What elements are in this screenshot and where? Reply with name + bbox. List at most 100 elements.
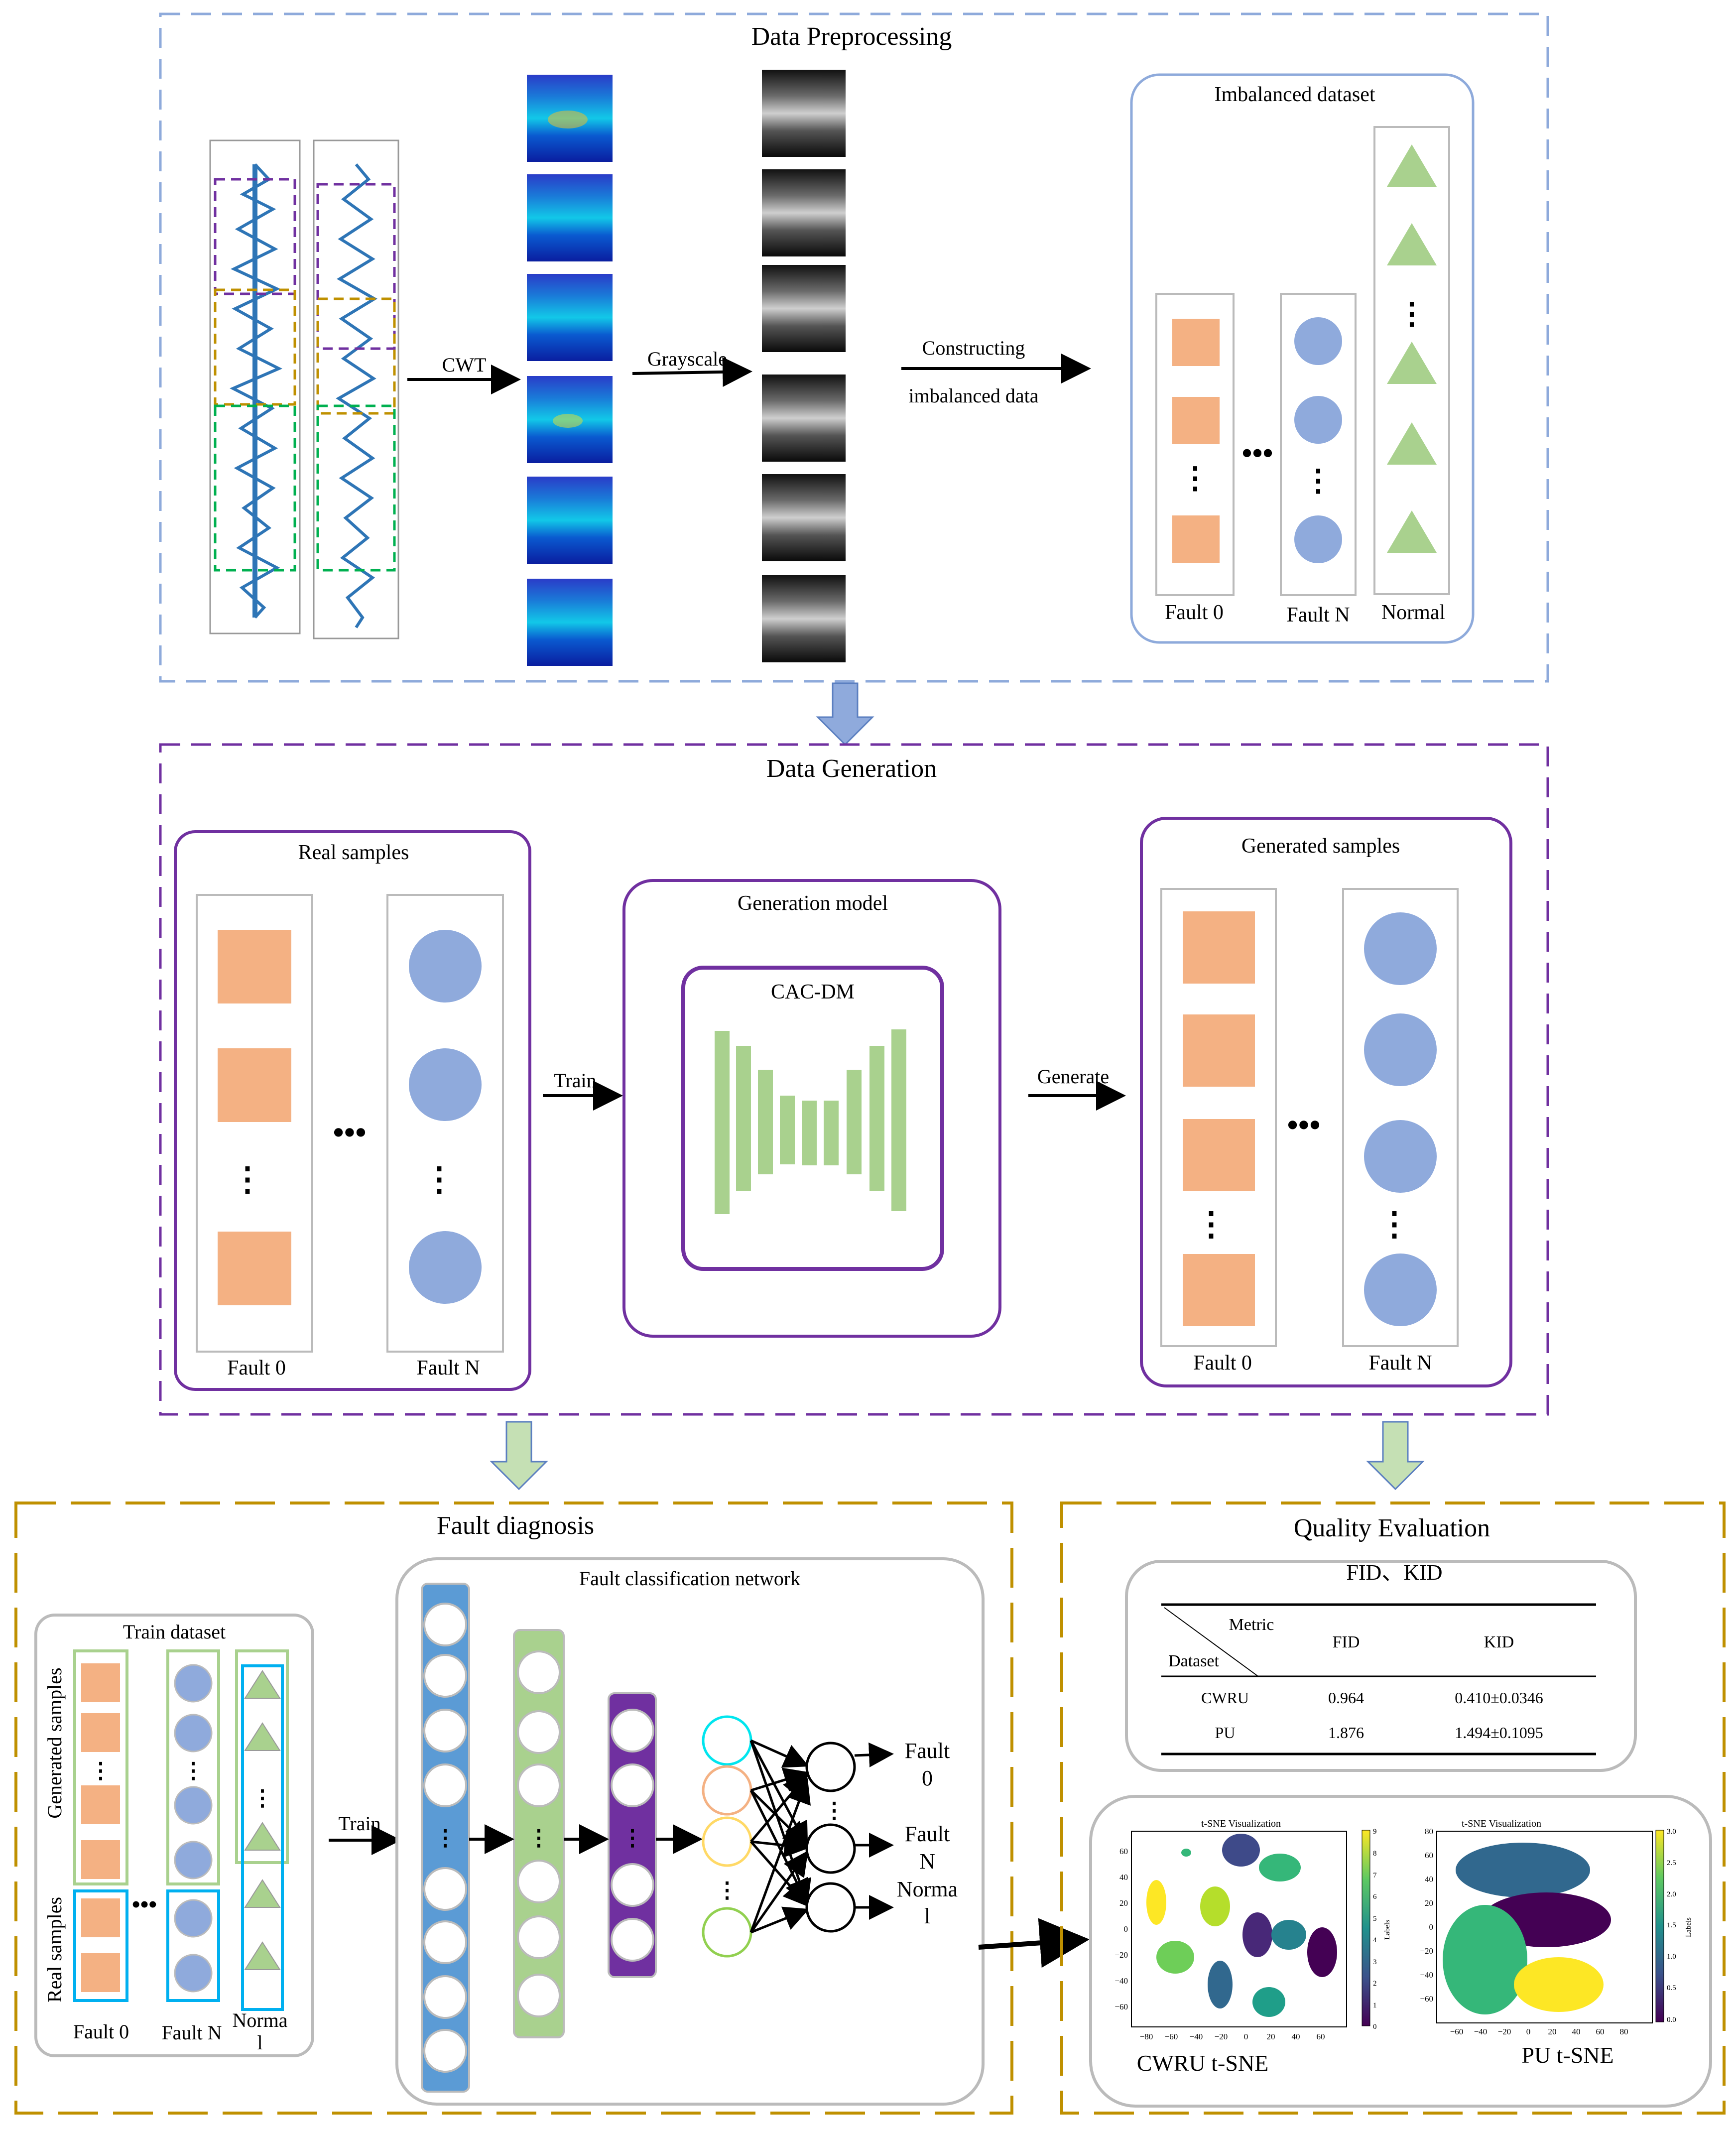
output-normal-line2: l [924, 1904, 930, 1928]
pu-tsne-title: t-SNE Visualization [1462, 1818, 1541, 1829]
quality-border [1060, 1502, 1726, 2115]
output-fault0-line1: Fault [905, 1739, 950, 1763]
svg-text:⋮: ⋮ [1195, 1206, 1228, 1243]
svg-text:8: 8 [1373, 1850, 1377, 1858]
generated-samples-vertical-label: Generated samples [43, 1667, 66, 1818]
fault0-square [1172, 319, 1220, 366]
output-faultN-line2: N [919, 1849, 935, 1874]
pu-tsne-plot: t-SNE Visualization −60 −40 −20 0 20 40 … [1420, 1818, 1693, 2068]
header-dataset: Dataset [1168, 1652, 1220, 1670]
svg-text:0: 0 [1124, 1924, 1128, 1934]
gen-col-fault0: Fault 0 [1193, 1352, 1252, 1375]
svg-text:60: 60 [1596, 2027, 1605, 2036]
metric-table-box: FID、KID Metric Dataset FID KID CWRU 0.96… [1125, 1560, 1637, 1772]
generation-title: Data Generation [766, 754, 937, 783]
row-fid: 1.876 [1328, 1724, 1364, 1742]
faultN-circle [1294, 317, 1342, 365]
preprocessing-border [159, 12, 1549, 683]
train-col-normal-1: Norma [232, 2009, 287, 2031]
cwru-colorbar-label: Labels [1383, 1920, 1391, 1940]
train-col-faultN: Fault N [161, 2021, 222, 2044]
cwru-x-ticks: −80 −60 −40 −20 0 20 40 60 [1140, 2032, 1325, 2041]
generation-section: Data Generation Real samples ⋮ Fault 0 •… [159, 743, 1549, 1416]
svg-text:−20: −20 [1498, 2027, 1511, 2036]
diagnosis-border [14, 1502, 1013, 2115]
svg-text:2: 2 [1373, 1980, 1377, 1988]
cwru-tsne-title: t-SNE Visualization [1201, 1818, 1281, 1829]
imbalanced-dataset-title: Imbalanced dataset [1215, 83, 1375, 106]
svg-text:4: 4 [1373, 1936, 1377, 1944]
network-title: Fault classification network [579, 1567, 800, 1590]
svg-text:0: 0 [1526, 2027, 1531, 2036]
header-fid: FID [1333, 1633, 1360, 1651]
svg-text:40: 40 [1572, 2027, 1581, 2036]
svg-text:80: 80 [1620, 2027, 1628, 2036]
svg-text:0: 0 [1429, 1922, 1434, 1932]
pu-clusters [1443, 1843, 1611, 2014]
svg-text:−40: −40 [1190, 2032, 1203, 2041]
grayscale-arrow [632, 357, 752, 387]
generation-model-box: Generation model CAC-DM [622, 879, 1001, 1338]
svg-text:5: 5 [1373, 1915, 1377, 1923]
svg-text:−20: −20 [1115, 1950, 1128, 1960]
svg-text:•••: ••• [1241, 437, 1273, 470]
svg-text:⋮: ⋮ [823, 1798, 845, 1823]
preprocessing-section: Data Preprocessing CWT [159, 12, 1549, 683]
svg-text:−60: −60 [1115, 2002, 1128, 2011]
fault0-square [1172, 515, 1220, 563]
svg-text:2.5: 2.5 [1667, 1859, 1676, 1867]
classification-network-box: Fault classification network ⋮ ⋮ ⋮ [395, 1557, 985, 2106]
diagnosis-section: Fault diagnosis Train dataset Generated … [14, 1502, 1013, 2115]
svg-text:20: 20 [1267, 2032, 1275, 2041]
svg-text:⋮: ⋮ [1303, 464, 1333, 497]
svg-text:60: 60 [1425, 1851, 1433, 1860]
vibration-signal-panel-2 [313, 139, 399, 639]
quality-section: Quality Evaluation FID、KID Metric Datase… [1060, 1502, 1726, 2115]
imbalanced-dataset-box: Imbalanced dataset ⋮ Fault 0 ••• ⋮ Fault… [1130, 73, 1475, 644]
table-row: PU 1.876 1.494±0.1095 [1215, 1724, 1543, 1742]
pu-x-ticks: −60 −40 −20 0 20 40 60 80 [1450, 2027, 1628, 2036]
svg-text:7: 7 [1373, 1872, 1377, 1879]
cwru-clusters [1146, 1834, 1337, 2017]
svg-text:⋮: ⋮ [716, 1878, 738, 1902]
cwru-colorbar [1362, 1830, 1370, 2026]
svg-text:•••: ••• [1287, 1107, 1320, 1142]
grayscale-image-stack [762, 70, 846, 662]
svg-text:0.0: 0.0 [1667, 2016, 1676, 2024]
svg-text:−60: −60 [1420, 1994, 1433, 2004]
grayscale-label: Grayscale [647, 348, 727, 370]
table-row: CWRU 0.964 0.410±0.0346 [1201, 1689, 1543, 1707]
generation-model-title: Generation model [738, 892, 888, 915]
diagnosis-to-quality-arrow [978, 1918, 1090, 1968]
real-col-fault0: Fault 0 [227, 1357, 286, 1379]
svg-text:3: 3 [1373, 1958, 1377, 1966]
train-label: Train [554, 1069, 596, 1092]
svg-text:⋮: ⋮ [434, 1826, 456, 1850]
svg-text:−40: −40 [1420, 1970, 1433, 1980]
train-col-normal-2: l [257, 2031, 262, 2054]
dataset-col-fault0: Fault 0 [1165, 601, 1224, 624]
svg-text:⋮: ⋮ [231, 1161, 264, 1198]
svg-text:−20: −20 [1420, 1946, 1433, 1956]
cwt-image-stack [527, 75, 613, 666]
svg-text:⋮: ⋮ [251, 1786, 273, 1810]
pu-y-ticks: 80 60 40 20 0 −20 −40 −60 [1420, 1827, 1433, 2004]
cwt-label: CWT [442, 354, 487, 376]
pu-colorbar-label: Labels [1685, 1917, 1693, 1937]
svg-text:0: 0 [1244, 2032, 1248, 2041]
header-metric: Metric [1229, 1616, 1274, 1634]
svg-text:−20: −20 [1215, 2032, 1228, 2041]
train-dataset-title: Train dataset [123, 1621, 226, 1643]
generation-border [159, 743, 1549, 1416]
svg-text:−40: −40 [1115, 1976, 1128, 1986]
svg-text:−40: −40 [1474, 2027, 1488, 2036]
generated-samples-title: Generated samples [1241, 835, 1400, 858]
svg-text:⋮: ⋮ [621, 1826, 643, 1850]
construct-label-1: Constructing [922, 337, 1025, 359]
real-samples-box: Real samples ⋮ Fault 0 ••• ⋮ Fault N [174, 830, 531, 1391]
pu-colorbar [1655, 1830, 1664, 2022]
vibration-signal-panel-1 [209, 139, 301, 634]
svg-text:1.5: 1.5 [1667, 1921, 1676, 1929]
